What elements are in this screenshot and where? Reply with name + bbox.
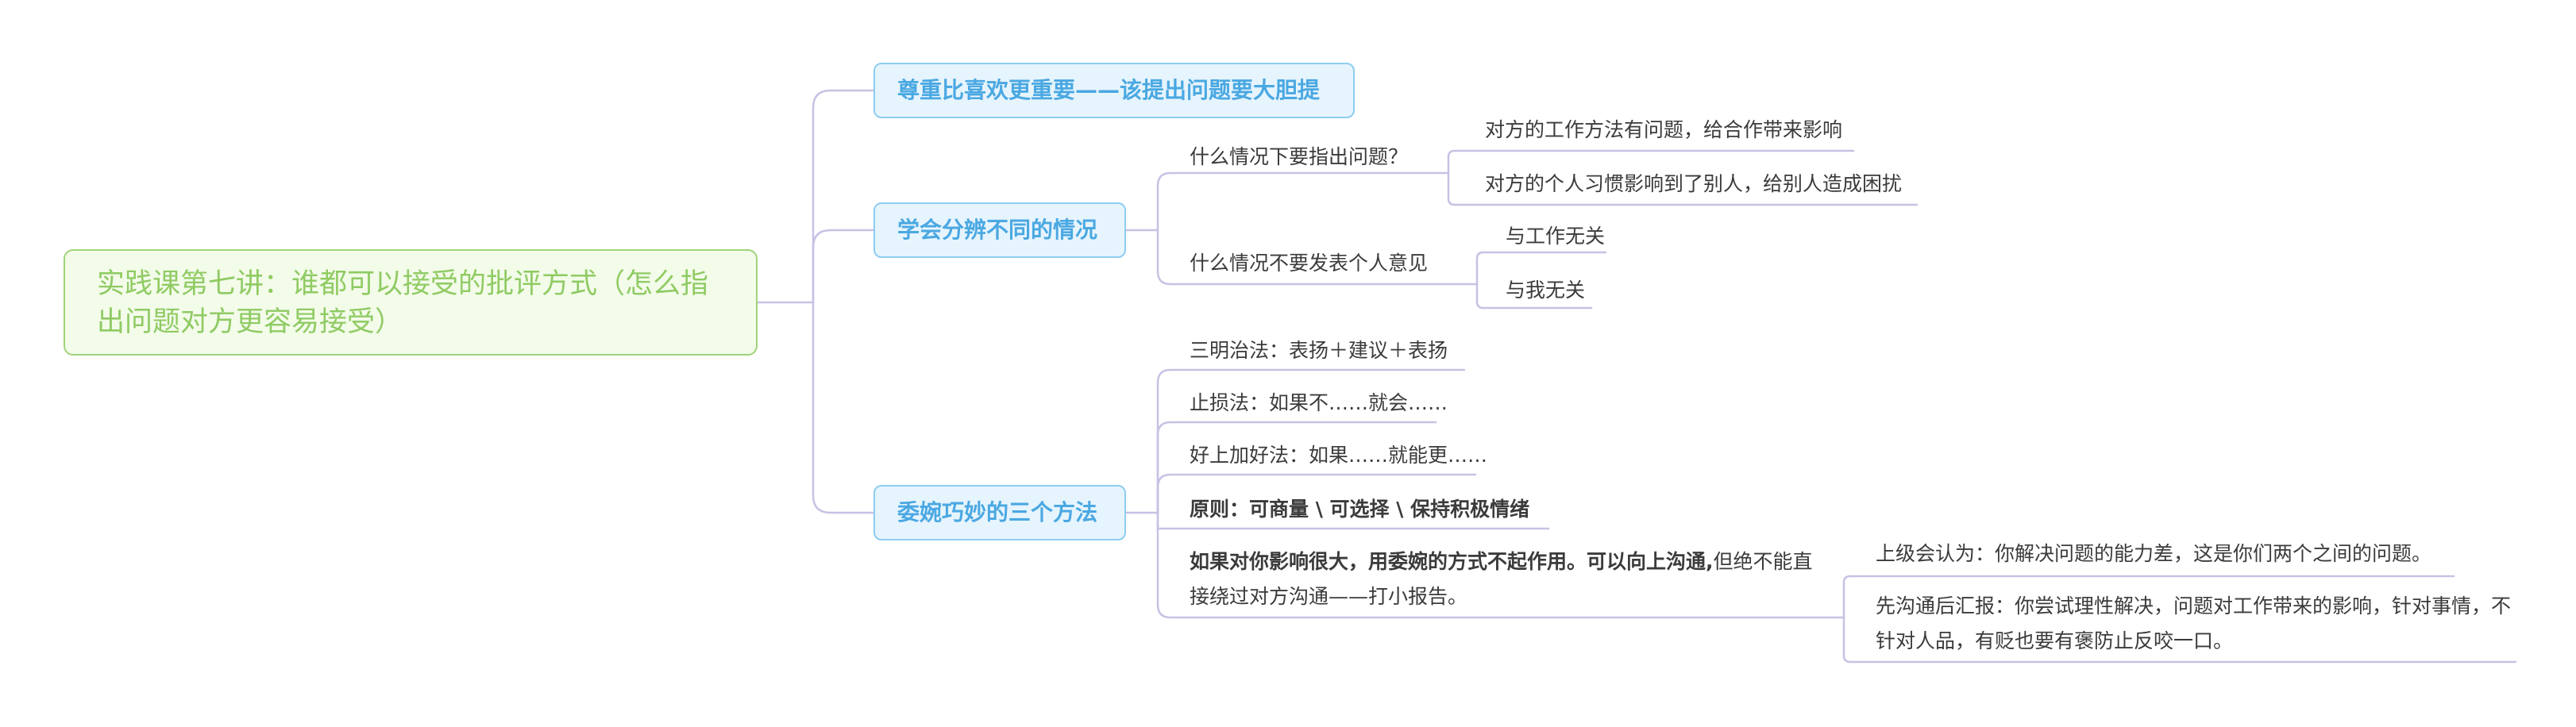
question-when-not-to-comment[interactable]: 什么情况不要发表个人意见 — [1190, 252, 1429, 275]
topic-three-methods[interactable]: 委婉巧妙的三个方法 — [873, 485, 1126, 540]
method-sandwich[interactable]: 三明治法：表扬＋建议＋表扬 — [1190, 339, 1448, 362]
q2-item-not-work-related[interactable]: 与工作无关 — [1506, 225, 1606, 248]
q1-item-work-method[interactable]: 对方的工作方法有问题，给合作带来影响 — [1485, 118, 1843, 141]
topic-distinguish-situations[interactable]: 学会分辨不同的情况 — [873, 202, 1126, 258]
method-escalate[interactable]: 如果对你影响很大，用委婉的方式不起作用。可以向上沟通,但绝不能直接绕过对方沟通—… — [1190, 544, 1825, 614]
escalate-item-communicate-first[interactable]: 先沟通后汇报：你尝试理性解决，问题对工作带来的影响，针对事情，不针对人品，有贬也… — [1876, 594, 2512, 652]
method-principle[interactable]: 原则：可商量 \ 可选择 \ 保持积极情绪 — [1190, 498, 1530, 521]
topic-respect[interactable]: 尊重比喜欢更重要——该提出问题要大胆提 — [873, 63, 1355, 118]
method-better-still[interactable]: 好上加好法：如果……就能更…… — [1190, 444, 1488, 467]
link-root-branch2 — [812, 229, 875, 304]
root-topic[interactable]: 实践课第七讲：谁都可以接受的批评方式（怎么指出问题对方更容易接受） — [64, 249, 758, 356]
question-when-to-point-out[interactable]: 什么情况下要指出问题？ — [1190, 145, 1409, 168]
escalate-item-superior-view[interactable]: 上级会认为：你解决问题的能力差，这是你们两个之间的问题。 — [1876, 542, 2432, 565]
escalate-bold-text: 如果对你影响很大，用委婉的方式不起作用。可以向上沟通, — [1190, 550, 1714, 573]
link-root-branch3 — [812, 301, 875, 514]
q2-item-not-my-business[interactable]: 与我无关 — [1506, 279, 1586, 302]
link-branch2-q1 — [1156, 171, 1450, 232]
q1-item-personal-habit[interactable]: 对方的个人习惯影响到了别人，给别人造成困扰 — [1485, 172, 1903, 195]
method-stop-loss[interactable]: 止损法：如果不……就会…… — [1190, 391, 1448, 414]
escalate-normal-text: 但绝不能直接绕过对方沟通——打小报告。 — [1190, 550, 1813, 608]
link-root-branch1 — [812, 89, 875, 304]
